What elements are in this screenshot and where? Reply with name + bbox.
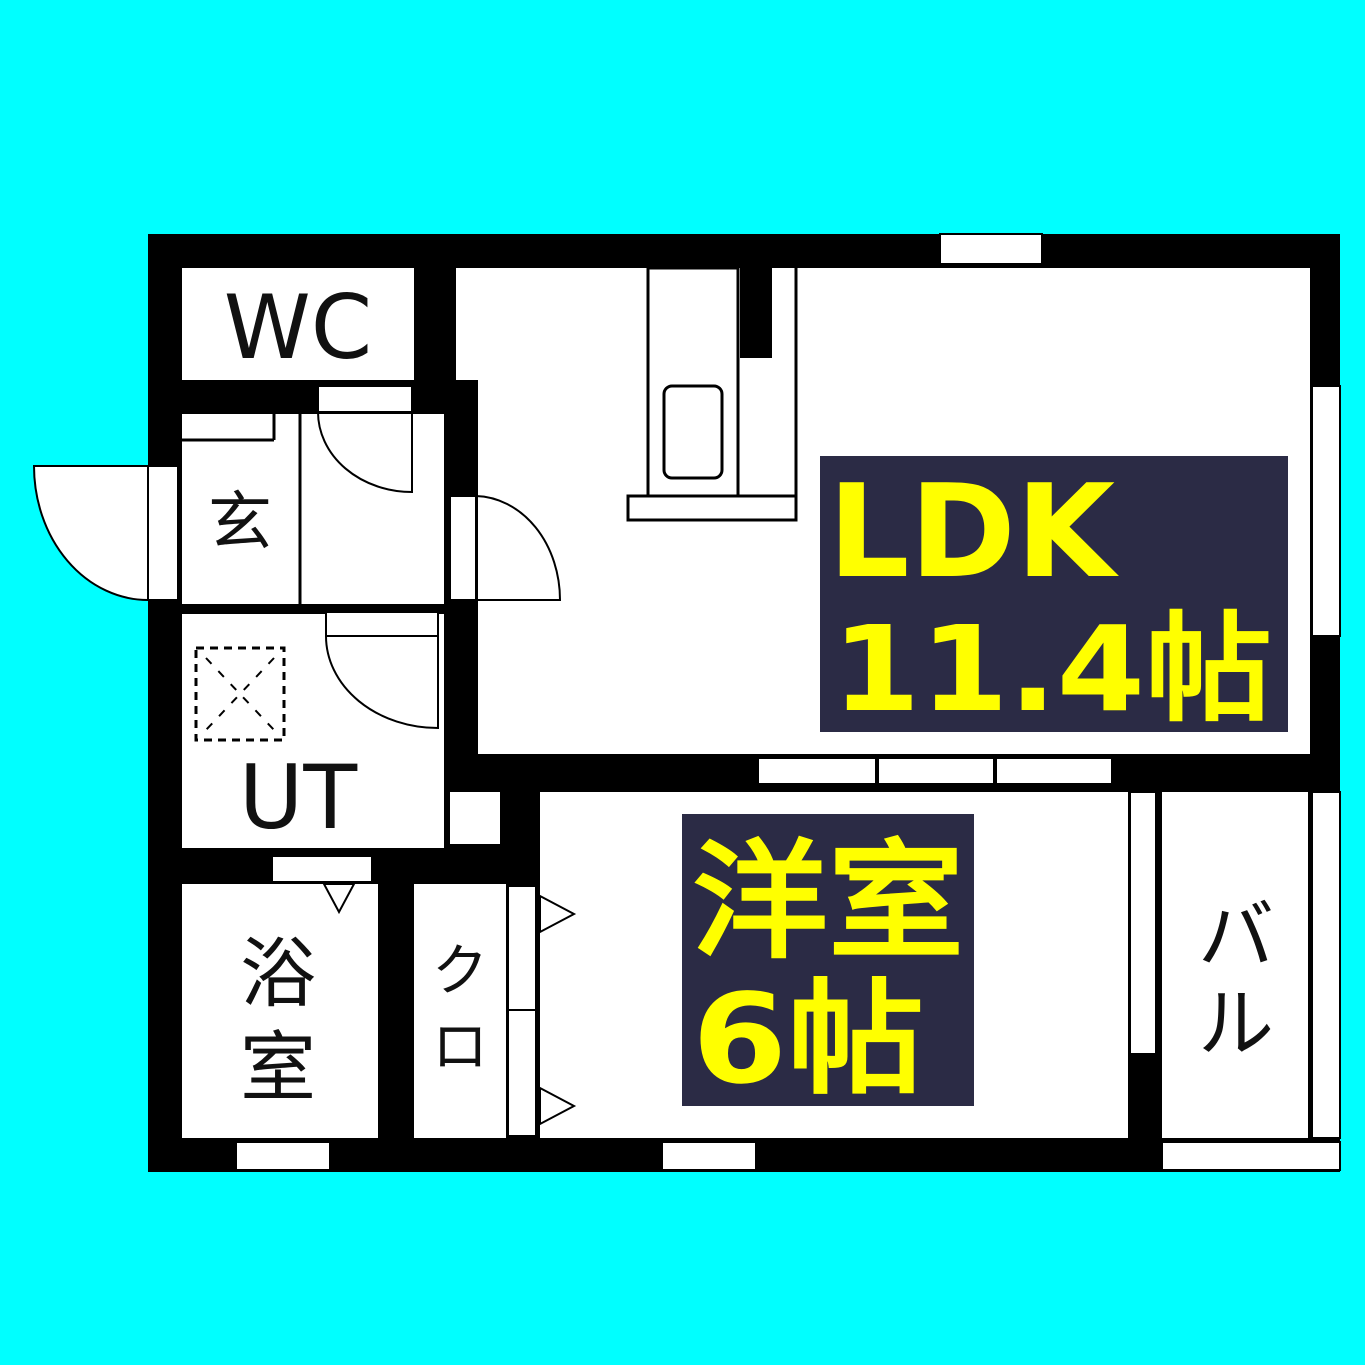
bath-floor	[182, 884, 378, 1138]
ldk-size: 11.4帖	[832, 600, 1272, 738]
bath-door	[271, 855, 373, 883]
utility-shelf	[450, 792, 500, 844]
bath-label-2: 室	[240, 1023, 316, 1112]
kitchen-counter-base	[626, 494, 798, 522]
ldk-name: LDK	[828, 458, 1120, 607]
closet-label-1: ク	[432, 939, 488, 1004]
utility-label: UT	[239, 746, 358, 849]
balcony-rail	[1161, 1141, 1341, 1171]
window-top	[939, 233, 1043, 265]
utility-door-swing	[325, 635, 439, 730]
sliding-door-1	[757, 757, 877, 785]
kitchen-partition	[740, 268, 772, 358]
front-door-leaf	[147, 465, 179, 601]
closet-label-2: ロ	[432, 1015, 488, 1080]
balcony-label-1: バ	[1198, 891, 1274, 980]
ldk-label-box	[820, 456, 1288, 732]
ldk-entry-floor	[456, 268, 496, 380]
balcony-sash	[1129, 791, 1157, 1055]
kitchen-sink	[662, 384, 724, 480]
entrance-floor	[182, 414, 444, 604]
washer-space	[194, 646, 286, 742]
western-size: 6帖	[692, 968, 924, 1112]
sliding-door-2	[877, 757, 995, 785]
window-bath	[235, 1141, 331, 1171]
entrance-label: 玄	[208, 486, 272, 560]
balcony-floor	[1162, 792, 1308, 1138]
bath-label-1: 浴	[240, 929, 316, 1018]
front-door-swing	[32, 465, 149, 602]
wc-label: WC	[224, 276, 372, 379]
window-balcony-side	[1311, 791, 1341, 1139]
window-western	[661, 1141, 757, 1171]
western-label-box	[682, 814, 974, 1106]
utility-floor	[182, 614, 444, 848]
balcony-label-2: ル	[1198, 979, 1274, 1068]
ldk-door-swing	[475, 495, 562, 601]
wc-floor	[182, 268, 414, 380]
closet-floor	[414, 884, 506, 1138]
window-right	[1311, 385, 1341, 637]
wc-door-swing	[317, 411, 413, 494]
western-name: 洋室	[692, 828, 964, 977]
sliding-door-3	[995, 757, 1113, 785]
